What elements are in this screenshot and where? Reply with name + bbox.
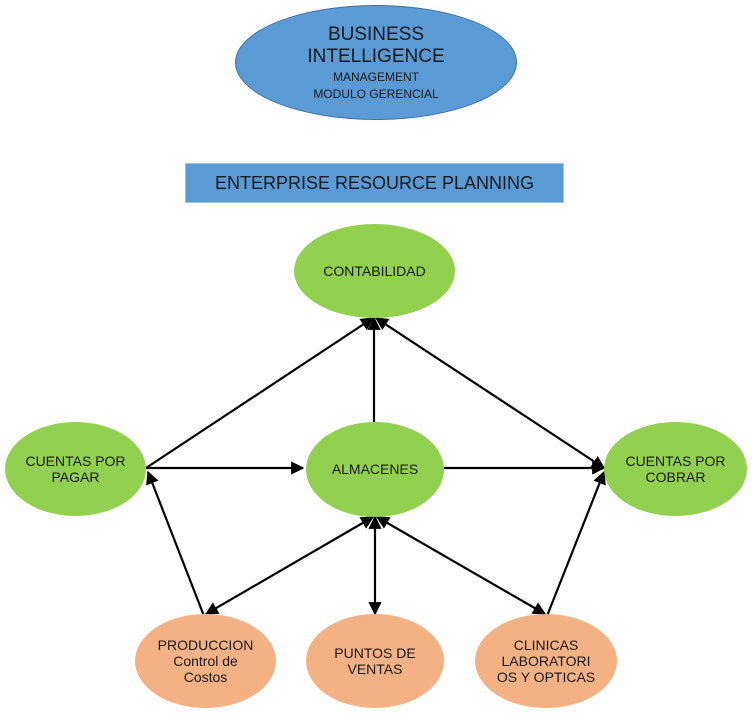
almacenes-node: ALMACENES — [306, 422, 444, 517]
cuentas-por-pagar-node: CUENTAS POR PAGAR — [5, 422, 146, 516]
produccion-label: PRODUCCION — [157, 636, 254, 653]
business-intelligence-title: BUSINESS INTELLIGENCE — [307, 23, 445, 67]
erp-banner: ENTERPRISE RESOURCE PLANNING — [185, 163, 564, 203]
almacenes-label: ALMACENES — [331, 461, 419, 478]
contabilidad-label: CONTABILIDAD — [323, 262, 426, 279]
arrow-almacenes-produccion — [204, 516, 375, 615]
business-intelligence-node: BUSINESS INTELLIGENCE MANAGEMENT MODULO … — [235, 5, 517, 120]
cuentas-por-cobrar-label: CUENTAS POR COBRAR — [625, 452, 726, 485]
modulo-gerencial-label: MODULO GERENCIAL — [313, 86, 439, 101]
contabilidad-node: CONTABILIDAD — [294, 224, 455, 318]
clinicas-node: CLINICAS LABORATORI OS Y OPTICAS — [475, 614, 617, 708]
clinicas-label: CLINICAS LABORATORI OS Y OPTICAS — [496, 636, 596, 686]
puntos-de-ventas-node: PUNTOS DE VENTAS — [306, 614, 444, 708]
arrow-produccion-to-pagar — [146, 470, 206, 617]
cuentas-por-cobrar-node: CUENTAS POR COBRAR — [604, 422, 747, 516]
produccion-node: PRODUCCION Control de Costos — [135, 614, 276, 708]
puntos-de-ventas-label: PUNTOS DE VENTAS — [334, 644, 416, 677]
arrow-almacenes-clinicas — [375, 516, 547, 615]
arrow-pagar-to-contabilidad — [145, 317, 375, 469]
management-label: MANAGEMENT — [332, 69, 419, 84]
arrow-clinicas-to-cobrar — [545, 470, 606, 617]
arrow-contabilidad-to-cobrar — [374, 317, 606, 469]
cuentas-por-pagar-label: CUENTAS POR PAGAR — [25, 452, 126, 485]
control-de-costos-label: Control de Costos — [173, 652, 238, 686]
